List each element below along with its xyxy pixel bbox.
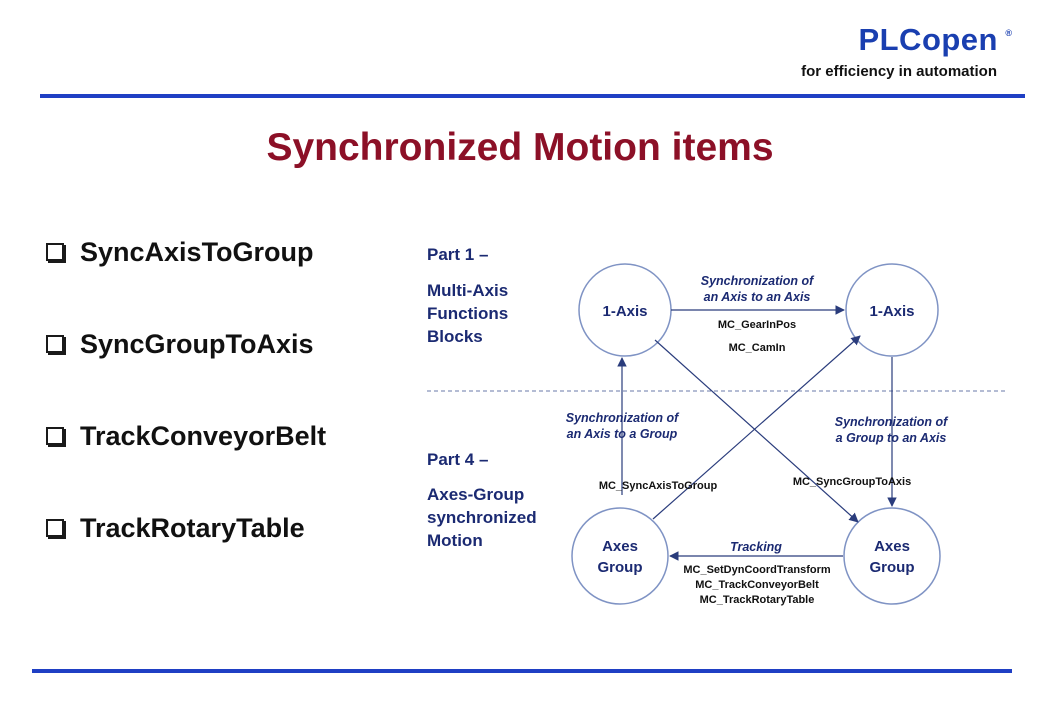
link-title: an Axis to an Axis (704, 290, 811, 304)
arrow-diagonal-to-group-right (654, 339, 859, 523)
checkbox-bullet-icon (46, 519, 64, 537)
bullet-text: TrackRotaryTable (80, 513, 305, 543)
checkbox-bullet-icon (46, 335, 64, 353)
checkbox-bullet-icon (46, 427, 64, 445)
part4-heading: Part 4 – (427, 450, 488, 469)
bullet-list: SyncAxisToGroup SyncGroupToAxis TrackCon… (46, 237, 326, 605)
bullet-item: SyncAxisToGroup (46, 237, 326, 329)
node-group-label: Axes (602, 538, 638, 555)
function-block-label: MC_SetDynCoordTransform (683, 564, 831, 576)
bullet-item: SyncGroupToAxis (46, 329, 326, 421)
node-group-left (571, 507, 669, 605)
part4-line: Motion (427, 531, 483, 550)
node-axis-right (845, 263, 939, 357)
bullet-text: TrackConveyorBelt (80, 421, 327, 451)
brand: PLCopen ® for efficiency in automation (801, 22, 1012, 80)
part1-heading: Part 1 – (427, 245, 488, 264)
function-block-label: MC_GearInPos (718, 319, 796, 331)
node-group-label: Group (598, 559, 643, 576)
link-title: a Group to an Axis (836, 431, 947, 445)
bullet-item: TrackConveyorBelt (46, 421, 326, 513)
part1-line: Blocks (427, 327, 483, 346)
checkbox-bullet-icon (46, 243, 64, 261)
top-divider (40, 94, 1025, 98)
node-axis-label: 1-Axis (602, 303, 647, 320)
bullet-text: SyncGroupToAxis (80, 329, 314, 359)
part4-line: Axes-Group (427, 485, 524, 504)
node-axis-label: 1-Axis (869, 303, 914, 320)
link-title: an Axis to a Group (567, 427, 678, 441)
brand-tagline: for efficiency in automation (801, 63, 997, 80)
function-block-label: MC_SyncAxisToGroup (599, 480, 718, 492)
link-title: Tracking (730, 540, 782, 554)
sync-motion-diagram: Part 1 – Multi-Axis Functions Blocks Par… (427, 245, 1005, 606)
bullet-text: SyncAxisToGroup (80, 237, 314, 267)
bottom-divider (32, 669, 1012, 673)
part4-line: synchronized (427, 508, 537, 527)
slide-title: Synchronized Motion items (266, 126, 774, 169)
link-title: Synchronization of (566, 411, 680, 425)
part1-line: Functions (427, 304, 508, 323)
link-title: Synchronization of (701, 274, 815, 288)
function-block-label: MC_TrackConveyorBelt (695, 579, 819, 591)
function-block-label: MC_TrackRotaryTable (700, 594, 815, 606)
node-group-label: Group (870, 559, 915, 576)
brand-logo: PLCopen (858, 22, 998, 57)
arrow-diagonal-to-axis-right (652, 335, 861, 520)
registered-mark: ® (1005, 28, 1012, 38)
link-title: Synchronization of (835, 415, 949, 429)
function-block-label: MC_SyncGroupToAxis (793, 476, 911, 488)
function-block-label: MC_CamIn (729, 342, 786, 354)
node-group-label: Axes (874, 538, 910, 555)
part1-line: Multi-Axis (427, 281, 508, 300)
node-group-right (843, 507, 941, 605)
bullet-item: TrackRotaryTable (46, 513, 326, 605)
